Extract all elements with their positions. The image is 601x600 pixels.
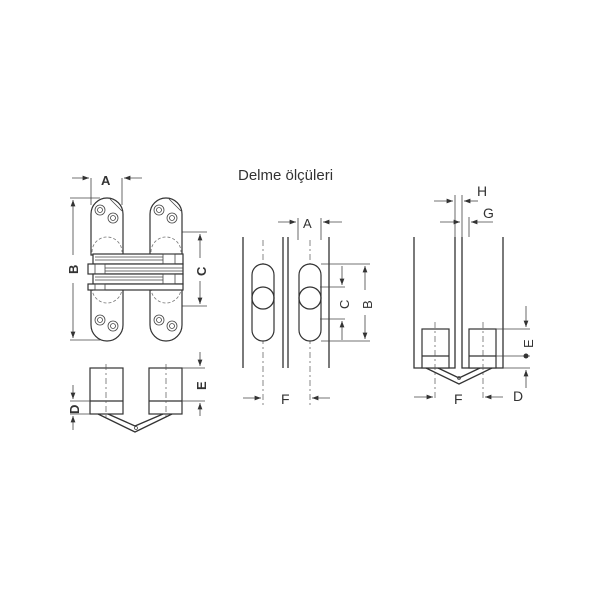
side-view: H G E [413, 183, 536, 407]
drill-dim-label-F: F [281, 391, 290, 407]
side-dim-label-D: D [513, 388, 523, 404]
hinge-front-view: A B C [66, 173, 209, 342]
dim-label-D: D [67, 405, 82, 414]
side-dim-label-E: E [521, 339, 536, 348]
screw-hole-icon [94, 204, 178, 332]
drilling-view: A C B [242, 216, 375, 407]
dim-label-E: E [194, 381, 209, 390]
side-dim-label-H: H [477, 183, 487, 199]
dim-label-B: B [66, 265, 81, 274]
dim-label-A: A [101, 173, 111, 188]
dim-label-C: C [194, 266, 209, 276]
drill-dim-label-C: C [337, 300, 352, 309]
side-dim-label-G: G [483, 205, 494, 221]
drill-dim-label-B: B [360, 300, 375, 309]
side-dim-label-F: F [454, 391, 463, 407]
drill-dim-label-A: A [303, 216, 312, 231]
diagram-title: Delme ölçüleri [238, 167, 333, 184]
hinge-bottom-view: D E [67, 352, 209, 433]
